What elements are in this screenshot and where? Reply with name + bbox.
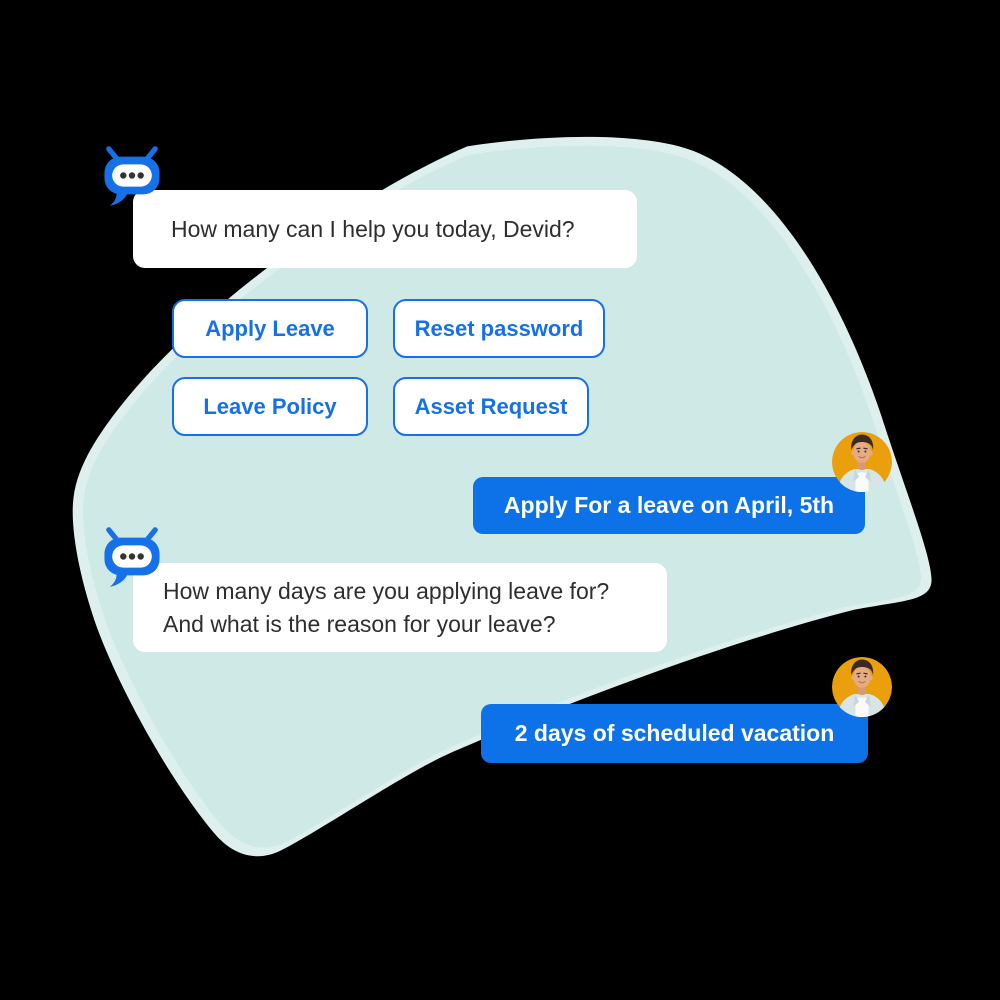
user-message-2-text: 2 days of scheduled vacation [514,720,835,746]
leave-policy-button[interactable]: Leave Policy [172,377,368,436]
reset-password-button[interactable]: Reset password [393,299,605,358]
apply-leave-button[interactable]: Apply Leave [172,299,368,358]
bot-message-bubble-1: How many can I help you today, Devid? [133,190,637,268]
bot-message-2-line1: How many days are you applying leave for… [163,577,610,604]
bot-message-2-line2: And what is the reason for your leave? [163,610,556,637]
user-avatar [832,657,892,717]
bot-message-bubble-2: How many days are you applying leave for… [133,563,667,652]
bot-message-1-text: How many can I help you today, Devid? [171,215,575,242]
user-avatar [832,432,892,492]
user-message-1-text: Apply For a leave on April, 5th [503,492,835,518]
chatbot-icon [104,527,160,587]
chatbot-icon [104,146,160,206]
asset-request-button[interactable]: Asset Request [393,377,589,436]
user-message-bubble-1: Apply For a leave on April, 5th [473,477,865,534]
user-message-bubble-2: 2 days of scheduled vacation [481,704,868,763]
